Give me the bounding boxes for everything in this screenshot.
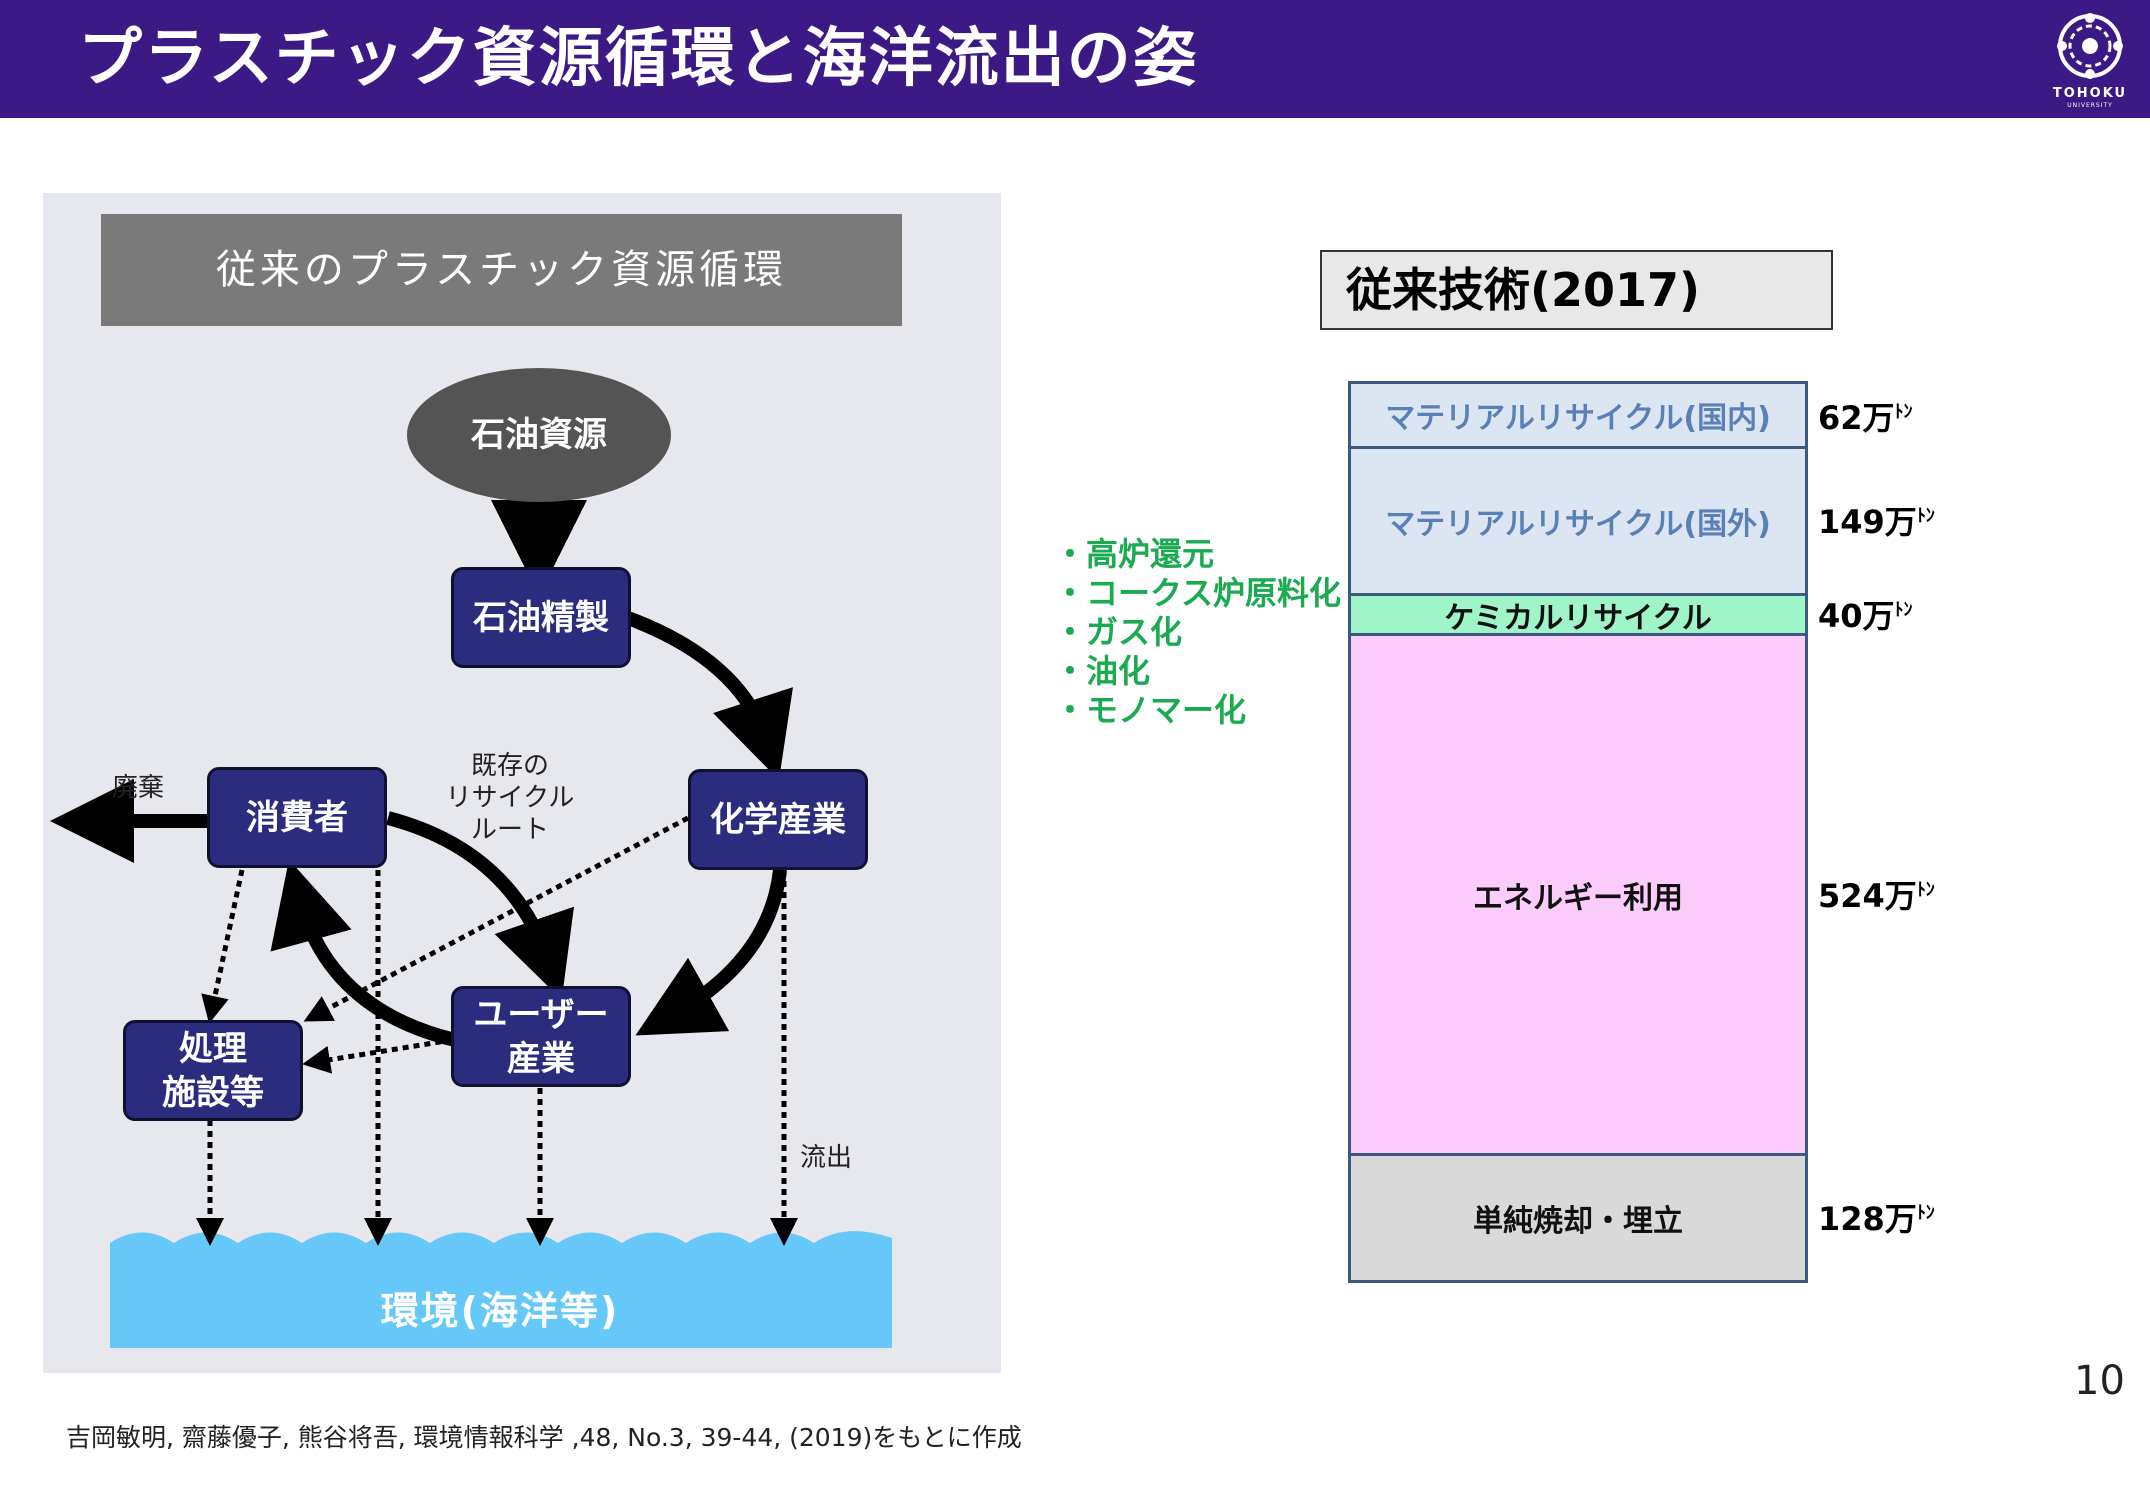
- logo-subtext: UNIVERSITY: [2067, 102, 2113, 109]
- chemical-method-2: ・コークス炉原料化: [1054, 574, 1342, 612]
- title-bar: プラスチック資源循環と海洋流出の姿 TOHOKU UNIVERSITY: [0, 0, 2150, 118]
- bar-amount-label-5: 128万ﾄﾝ: [1818, 1200, 1935, 1239]
- chemical-method-5: ・モノマー化: [1054, 691, 1247, 729]
- facility-line-2: 施設等: [162, 1072, 264, 1113]
- node-user-industry: ユーザー 産業: [451, 986, 631, 1087]
- outflow-label: 流出: [800, 1143, 853, 1173]
- user-industry-line-2: 産業: [507, 1038, 575, 1079]
- bar-amount-label-4: 524万ﾄﾝ: [1818, 877, 1935, 916]
- bar-segment-4: エネルギー利用: [1351, 633, 1805, 1153]
- node-oil-refining: 石油精製: [451, 567, 631, 668]
- chemical-method-4: ・油化: [1054, 652, 1151, 690]
- environment-label: 環境(海洋等): [380, 1289, 620, 1333]
- page-title: プラスチック資源循環と海洋流出の姿: [78, 22, 1199, 96]
- dotted-chemical-to-facility: [303, 815, 690, 1022]
- chart-title: 従来技術(2017): [1320, 250, 1833, 330]
- dotted-user-to-facility: [302, 1037, 453, 1074]
- ocean-water: [110, 1231, 892, 1348]
- chemical-method-3: ・ガス化: [1054, 613, 1183, 651]
- bar-amount-label-3: 40万ﾄﾝ: [1818, 597, 1913, 636]
- user-industry-line-1: ユーザー: [473, 994, 609, 1035]
- bar-amount-label-1: 62万ﾄﾝ: [1818, 398, 1913, 437]
- bar-amount-label-2: 149万ﾄﾝ: [1818, 503, 1935, 542]
- dotted-consumer-to-facility: [201, 869, 245, 1024]
- diagram-title: 従来のプラスチック資源循環: [101, 214, 902, 326]
- existing-route-line-3: ルート: [470, 815, 549, 845]
- facility-line-1: 処理: [179, 1028, 247, 1069]
- node-consumer: 消費者: [207, 767, 387, 868]
- arrow-refining-to-chemical: [625, 611, 793, 780]
- stacked-bar: マテリアルリサイクル(国内)マテリアルリサイクル(国外)ケミカルリサイクルエネル…: [1348, 381, 1808, 1283]
- disposal-label: 廃棄: [112, 773, 165, 803]
- existing-route-line-2: リサイクル: [445, 783, 575, 813]
- logo-text: TOHOKU: [2052, 86, 2128, 101]
- bar-segment-5: 単純焼却・埋立: [1351, 1152, 1805, 1280]
- arrow-consumer-to-user: [386, 811, 574, 1000]
- page-number: 10: [2074, 1358, 2125, 1404]
- bar-segment-1: マテリアルリサイクル(国内): [1351, 384, 1805, 446]
- arrow-chemical-to-user: [635, 869, 787, 1036]
- university-emblem-icon: [2057, 13, 2123, 79]
- bar-segment-3: ケミカルリサイクル: [1351, 593, 1805, 636]
- chemical-recycling-methods: ・高炉還元・コークス炉原料化・ガス化・油化・モノマー化: [1054, 535, 1341, 730]
- node-oil-resource: 石油資源: [407, 368, 671, 502]
- node-chemical-industry: 化学産業: [688, 769, 868, 870]
- chemical-method-1: ・高炉還元: [1054, 535, 1215, 573]
- existing-route-line-1: 既存の: [470, 751, 549, 781]
- node-processing-facility: 処理 施設等: [123, 1020, 303, 1121]
- tohoku-university-logo: TOHOKU UNIVERSITY: [2046, 8, 2134, 112]
- existing-route-label: 既存の リサイクル ルート: [420, 750, 600, 846]
- citation: 吉岡敏明, 齋藤優子, 熊谷将吾, 環境情報科学 ,48, No.3, 39-4…: [66, 1423, 1022, 1452]
- arrow-user-to-consumer: [270, 859, 457, 1047]
- bar-segment-2: マテリアルリサイクル(国外): [1351, 445, 1805, 594]
